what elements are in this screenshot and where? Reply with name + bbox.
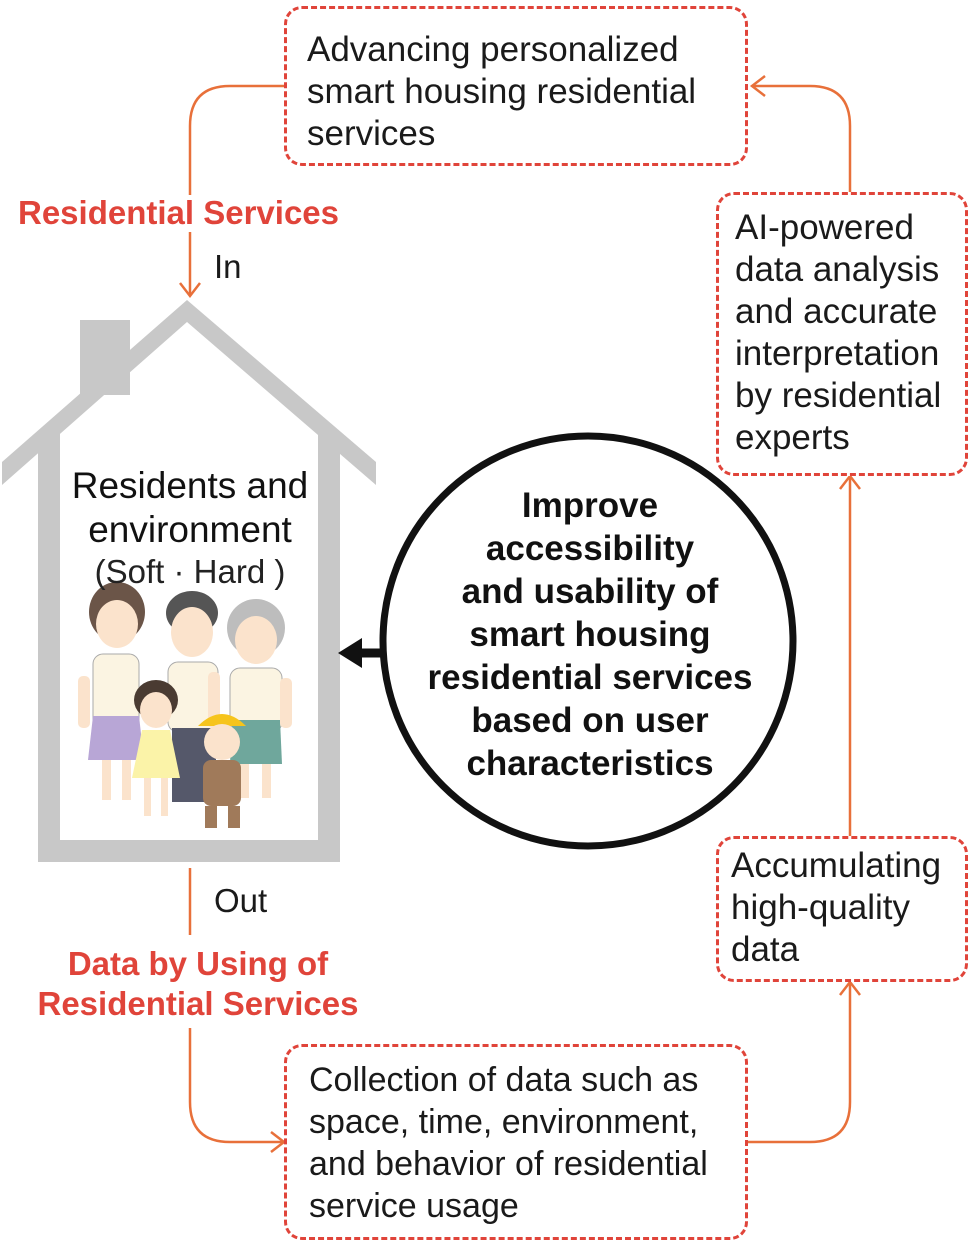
box-line: AI-powered	[735, 208, 914, 247]
house-subtitle: (Soft · Hard )	[94, 553, 286, 590]
center-line: Improve	[521, 486, 659, 525]
arrowhead-up-icon	[839, 473, 861, 490]
box-data-collection: Collection of data such as space, time, …	[284, 1044, 748, 1240]
center-line: smart housing	[469, 615, 711, 654]
family-illustration	[78, 582, 292, 828]
father-figure	[166, 591, 220, 802]
box-accumulating-data: Accumulating high-quality data	[716, 836, 968, 982]
center-line: characteristics	[466, 744, 714, 783]
girl-figure	[132, 680, 180, 816]
connector-label-to-collection	[188, 1028, 284, 1144]
house-icon	[2, 300, 376, 862]
label-residential-services: Residential Services	[18, 194, 340, 231]
box-line: services	[307, 114, 436, 153]
box-line: space, time, environment,	[309, 1103, 699, 1141]
arrowhead-up-icon	[839, 979, 861, 996]
house-title-line2: environment	[88, 509, 292, 550]
arrow-left-icon	[338, 638, 362, 668]
label-data-line2: Residential Services	[37, 985, 359, 1022]
connector-ai-to-top	[752, 84, 852, 192]
center-goal-text: Improve accessibility and usability of s…	[390, 484, 790, 785]
box-line: smart housing residential	[307, 72, 697, 111]
box-line: service usage	[309, 1187, 519, 1225]
arrowhead-left-icon	[749, 75, 766, 97]
box-line: interpretation	[735, 334, 940, 373]
box-line: by residential	[735, 376, 942, 415]
box-line: data	[731, 930, 800, 969]
label-data-line1: Data by Using of	[67, 945, 329, 982]
box-line: Collection of data such as	[309, 1061, 699, 1099]
box-ai-analysis: AI-powered data analysis and accurate in…	[716, 192, 968, 476]
label-in: In	[214, 248, 242, 285]
label-data-by-using: Data by Using of Residential Services	[18, 944, 378, 1024]
boy-figure	[198, 714, 246, 828]
grandmother-figure	[227, 599, 292, 798]
box-line: and behavior of residential	[309, 1145, 708, 1183]
house-title: Residents and environment (Soft · Hard )	[40, 464, 340, 592]
box-line: and accurate	[735, 292, 938, 331]
label-out: Out	[214, 882, 268, 919]
connector-collection-to-accumulate	[748, 982, 852, 1144]
arrowhead-down-icon	[179, 282, 201, 299]
house-title-line1: Residents and	[71, 465, 309, 506]
center-line: accessibility	[485, 529, 695, 568]
box-line: Accumulating	[731, 846, 942, 885]
connector-top-to-house	[188, 84, 284, 195]
box-line: experts	[735, 418, 850, 457]
center-line: based on user	[471, 701, 709, 740]
box-line: high-quality	[731, 888, 910, 927]
mother-figure	[78, 582, 145, 800]
center-circle	[379, 432, 797, 850]
box-line: Advancing personalized	[307, 30, 679, 69]
center-line: residential services	[427, 658, 753, 697]
box-line: data analysis	[735, 250, 940, 289]
center-line: and usability of	[461, 572, 719, 611]
box-advancing-services: Advancing personalized smart housing res…	[284, 6, 748, 166]
